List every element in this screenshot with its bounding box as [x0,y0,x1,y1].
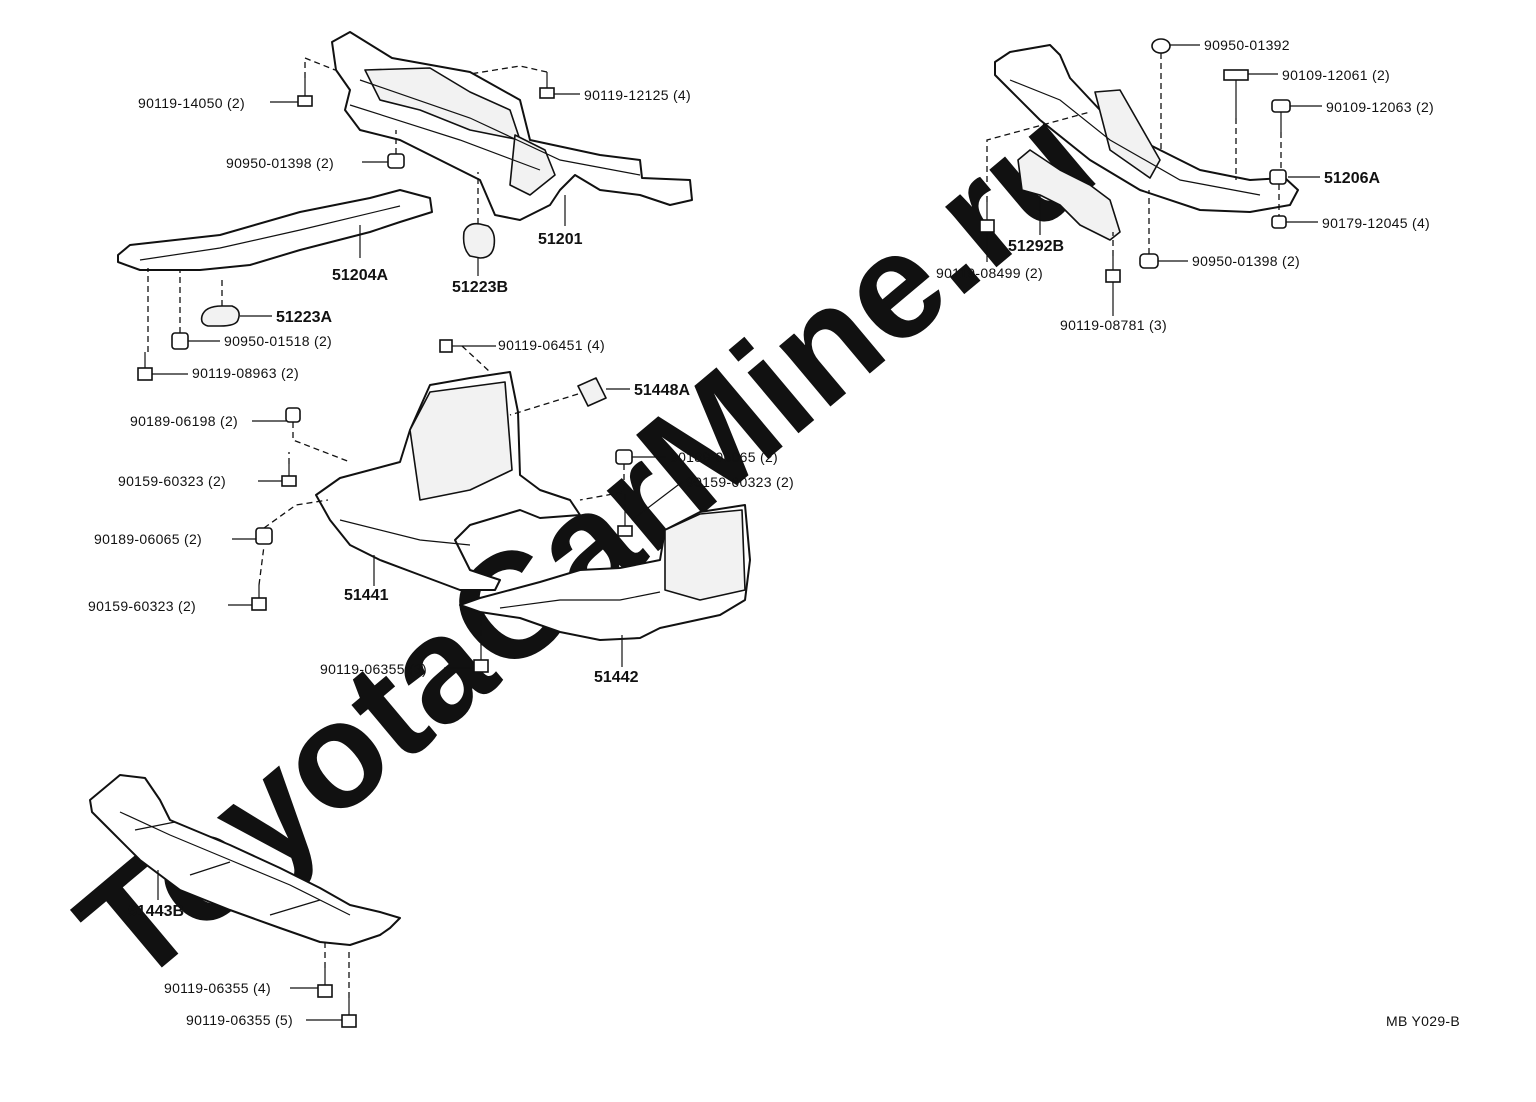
nut-icon [615,449,633,465]
label-90119-08963: 90119-08963 (2) [192,365,299,381]
bolt-icon [439,339,462,353]
label-90119-08499: 90119-08499 (2) [936,265,1043,281]
diagram-code: MB Y029-B [1386,1013,1460,1029]
label-90189-06065-a: 90189-06065 (2) [670,449,778,465]
bolt-icon [617,510,633,537]
label-90119-12125: 90119-12125 (4) [584,87,691,103]
nut-icon [255,527,273,545]
part-labels: 90119-14050 (2) 90119-12125 (4) 90950-01… [88,37,1460,1029]
label-51292B: 51292B [1008,238,1064,255]
label-90950-01392: 90950-01392 [1204,37,1290,53]
label-51201: 51201 [538,231,583,248]
label-51223A: 51223A [276,309,332,326]
bolt-icon [1223,69,1249,118]
label-90119-06451: 90119-06451 (4) [498,337,605,353]
bolt-icon [297,78,313,107]
label-90119-06355-c: 90119-06355 (5) [186,1012,293,1028]
leader-lines [152,44,1322,1021]
stopper-51223A [200,305,240,327]
nut-icon [1271,215,1287,229]
reinforcement-51204A [117,189,433,271]
clip-51448A [577,377,607,407]
label-90950-01398-front: 90950-01398 (2) [226,155,334,171]
stopper-51223B [462,222,496,259]
label-51206A: 51206A [1324,170,1380,187]
bolt-icon [137,352,153,381]
label-51204A: 51204A [332,267,388,284]
assembly-lines [147,53,1282,998]
label-90159-60323-b: 90159-60323 (2) [686,474,794,490]
bolt-icon [1105,256,1121,283]
nut-icon [1139,253,1159,269]
rear-crossmember-51206A [994,44,1299,213]
label-90179-12045: 90179-12045 (4) [1322,215,1430,231]
label-90109-12063: 90109-12063 (2) [1326,99,1434,115]
label-90109-12061: 90109-12061 (2) [1282,67,1390,83]
label-90189-06198: 90189-06198 (2) [130,413,238,429]
label-90119-08781: 90119-08781 (3) [1060,317,1167,333]
under-cover-51443B [89,774,401,946]
label-51442: 51442 [594,669,639,686]
bracket-51292B [1017,149,1121,241]
label-51443B: 51443B [128,903,184,920]
nut-icon [285,407,301,423]
bolt-icon [539,72,555,99]
nut-icon [1269,169,1287,185]
label-51448A: 51448A [634,382,690,399]
label-90189-06065-b: 90189-06065 (2) [94,531,202,547]
bolt-icon [341,998,357,1028]
label-51441: 51441 [344,587,389,604]
label-90950-01398-rear: 90950-01398 (2) [1192,253,1300,269]
label-90159-60323-c: 90159-60323 (2) [88,598,196,614]
label-90950-01518: 90950-01518 (2) [224,333,332,349]
label-90119-14050: 90119-14050 (2) [138,95,245,111]
label-90119-06355-a: 90119-06355 (3) [320,661,427,677]
label-90119-06355-b: 90119-06355 (4) [164,980,271,996]
engine-under-cover-51441 [315,371,581,591]
engine-under-cover-51442 [459,504,751,641]
bolt-icon [281,464,297,487]
bolt-icon [251,585,267,611]
front-crossmember-51201 [331,31,693,221]
bolt-icon [1271,99,1291,132]
grommet-icon [1151,38,1171,54]
nut-icon [171,332,189,350]
bolt-icon [317,968,333,998]
nut-icon [387,153,405,169]
label-90159-60323-a: 90159-60323 (2) [118,473,226,489]
bolt-icon [473,646,489,673]
label-51223B: 51223B [452,279,508,296]
